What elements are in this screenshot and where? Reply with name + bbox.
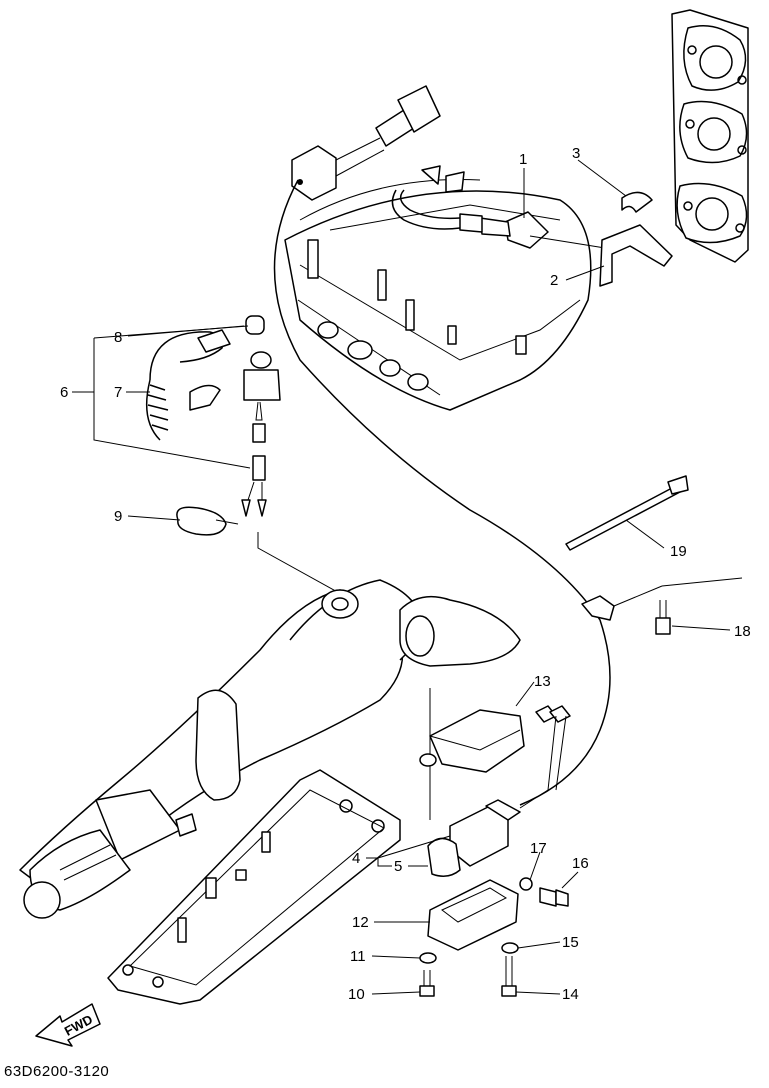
part-15-washer <box>501 942 519 954</box>
part-3-clip <box>621 191 653 213</box>
base-plate <box>107 769 401 1005</box>
part-2-bracket <box>599 224 673 287</box>
callout-16: 16 <box>572 855 589 872</box>
fwd-arrow-icon: FWD <box>35 1003 101 1047</box>
callout-4: 4 <box>352 850 360 867</box>
callout-14: 14 <box>562 986 579 1003</box>
cable-grommet <box>291 85 441 201</box>
steering-handle <box>19 579 521 919</box>
callout-19: 19 <box>670 543 687 560</box>
part-7-lanyard <box>145 329 231 441</box>
cylinder-block-outline <box>671 9 749 263</box>
part-19-cable-tie <box>565 475 689 551</box>
cable-clamp <box>581 585 663 621</box>
part-4-switch <box>449 799 521 867</box>
part-14-bolt <box>501 956 517 997</box>
part-12-holder <box>427 879 519 951</box>
part-13-cover <box>419 705 571 809</box>
part-9-tie <box>176 506 239 536</box>
callout-17: 17 <box>530 840 547 857</box>
callout-15: 15 <box>562 934 579 951</box>
callout-7: 7 <box>114 384 122 401</box>
callout-18: 18 <box>734 623 751 640</box>
part-16-screw <box>539 887 569 907</box>
part-5-knob <box>427 837 461 877</box>
part-17-washer <box>519 877 533 891</box>
part-6-stop-switch <box>241 351 281 517</box>
part-8-cap <box>245 315 265 335</box>
callout-3: 3 <box>572 145 580 162</box>
callout-13: 13 <box>534 673 551 690</box>
callout-5: 5 <box>394 858 402 875</box>
diagram-code: 63D6200-3120 <box>4 1063 109 1080</box>
bottom-cowling <box>284 179 592 411</box>
callout-8: 8 <box>114 329 122 346</box>
callout-2: 2 <box>550 272 558 289</box>
harness-wire <box>273 179 611 806</box>
callout-9: 9 <box>114 508 122 525</box>
part-11-washer <box>419 952 437 964</box>
part-18-screw <box>655 600 671 635</box>
callout-6: 6 <box>60 384 68 401</box>
callout-10: 10 <box>348 986 365 1003</box>
part-10-bolt <box>419 970 435 997</box>
callout-12: 12 <box>352 914 369 931</box>
callout-11: 11 <box>350 948 366 965</box>
part-1-sensor <box>391 165 606 249</box>
callout-1: 1 <box>519 151 527 168</box>
